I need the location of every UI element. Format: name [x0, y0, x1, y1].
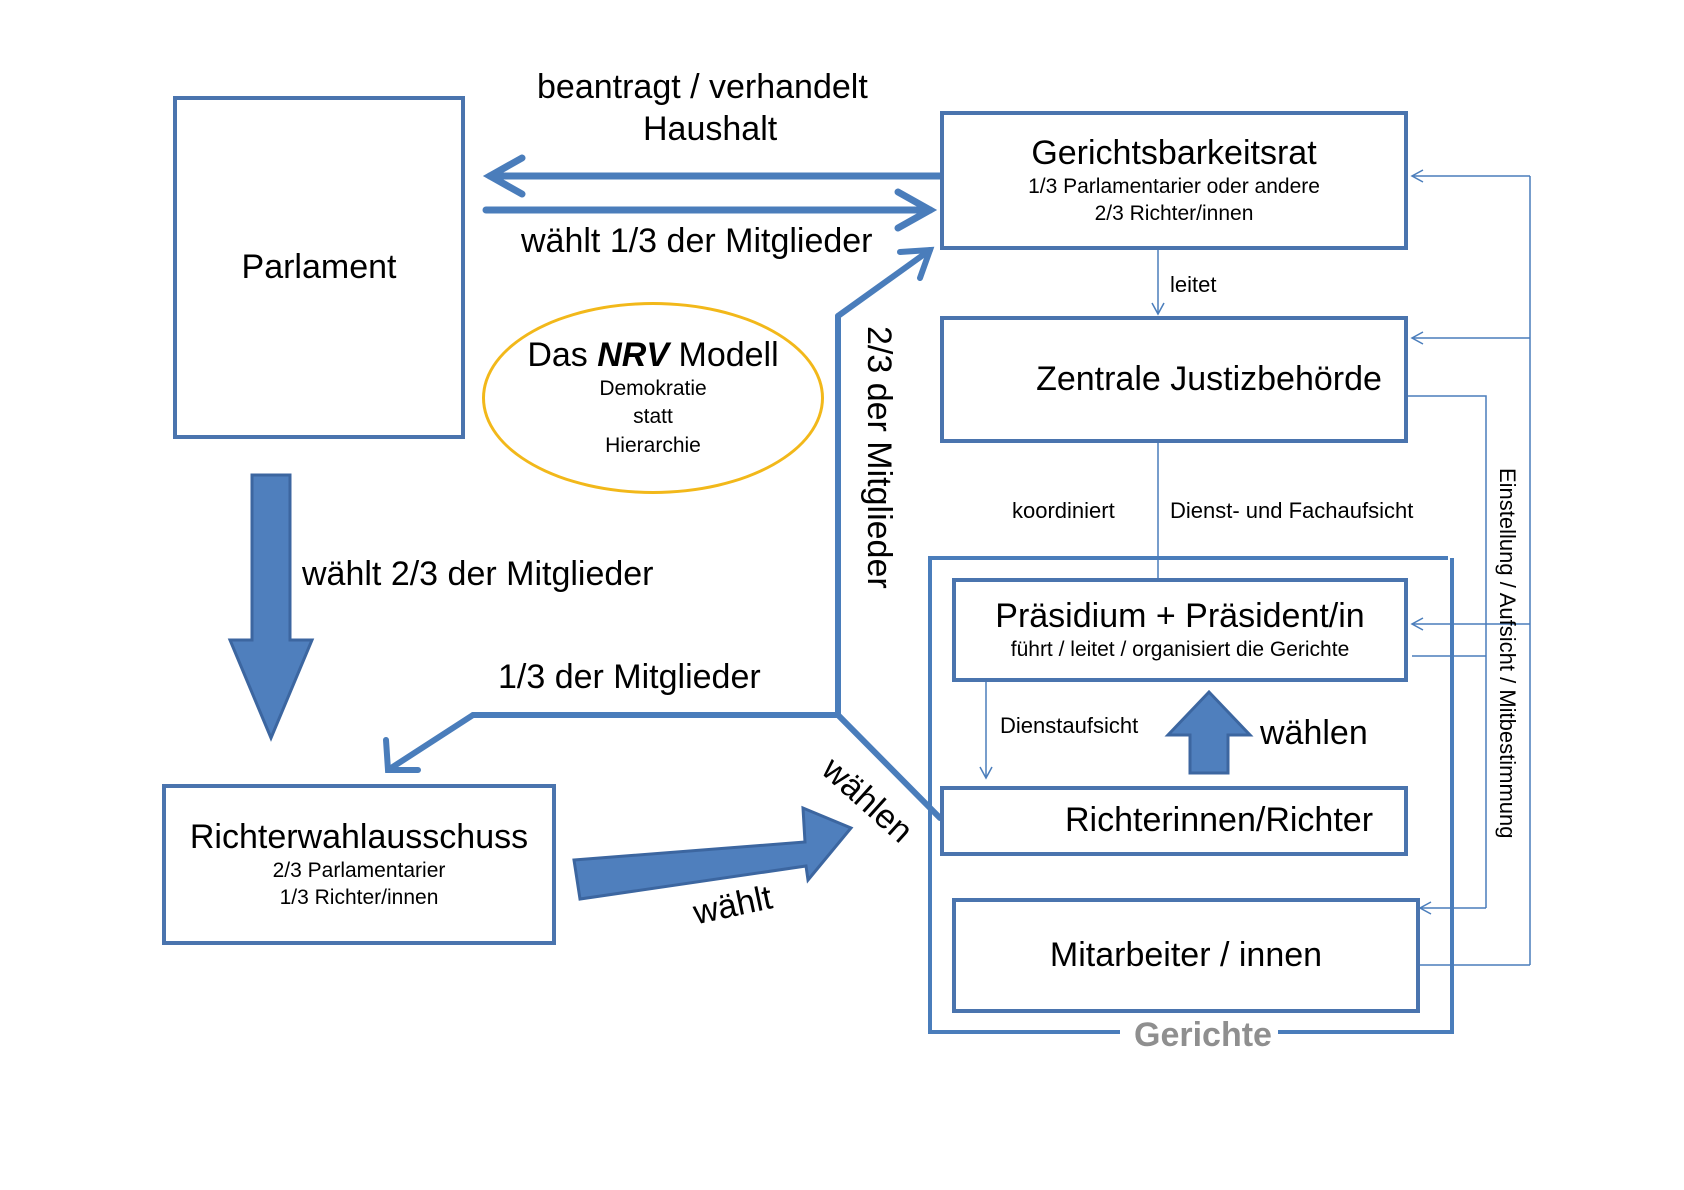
label-koordiniert: koordiniert [1012, 498, 1115, 523]
parlament-box: Parlament [173, 96, 465, 439]
parlament-title: Parlament [241, 247, 397, 286]
nrv-line2: statt [633, 405, 673, 429]
label-mitglieder-23: 2/3 der Mitglieder [860, 326, 898, 589]
gerichtsbarkeitsrat-line1: 1/3 Parlamentarier oder andere [1028, 174, 1320, 198]
richterwahl-title: Richterwahlausschuss [189, 817, 529, 856]
richter-title: Richterinnen/Richter [1064, 801, 1374, 840]
label-waehlen-up: wählen [1260, 714, 1368, 752]
richterwahl-line2: 1/3 Richter/innen [279, 886, 439, 910]
nrv-modell: Modell [678, 335, 779, 374]
waehlen-block-arrow [1164, 689, 1254, 775]
zentrale-title: Zentrale Justizbehörde [1036, 359, 1382, 398]
label-haushalt: Haushalt [643, 110, 778, 148]
praesidium-line1: führt / leitet / organisiert die Gericht… [1010, 637, 1350, 661]
gerichtsbarkeitsrat-box: Gerichtsbarkeitsrat 1/3 Parlamentarier o… [940, 111, 1408, 250]
label-dienstaufsicht: Dienstaufsicht [1000, 713, 1139, 738]
label-leitet: leitet [1170, 272, 1217, 297]
label-waehlt-13: wählt 1/3 der Mitglieder [521, 222, 873, 260]
zentrale-justizbehoerde-box: Zentrale Justizbehörde [940, 316, 1408, 443]
gerichtsbarkeitsrat-title: Gerichtsbarkeitsrat [1031, 133, 1317, 172]
nrv-line1: Demokratie [599, 377, 707, 401]
richterwahlausschuss-box: Richterwahlausschuss 2/3 Parlamentarier … [162, 784, 556, 945]
gerichte-frame-right [1250, 558, 1454, 1034]
richter-box: Richterinnen/Richter [940, 786, 1408, 856]
gerichte-frame [928, 556, 1448, 1034]
nrv-das: Das [527, 335, 588, 374]
praesidium-title: Präsidium + Präsident/in [995, 596, 1365, 635]
waehlt-block-arrow [572, 805, 854, 901]
label-dienst-fachaufsicht: Dienst- und Fachaufsicht [1170, 498, 1414, 523]
mitarbeiter-box: Mitarbeiter / innen [952, 898, 1420, 1013]
haushalt-arrow [482, 154, 944, 198]
label-gerichte: Gerichte [1128, 1016, 1278, 1055]
label-beantragt: beantragt / verhandelt [537, 68, 868, 106]
nrv-name: NRV [597, 335, 670, 374]
label-einstellung: Einstellung / Aufsicht / Mitbestimmung [1495, 468, 1520, 839]
wahl-network-lines [383, 246, 943, 821]
waehlt-23-block-arrow [227, 473, 315, 742]
richterwahl-line1: 2/3 Parlamentarier [272, 858, 446, 882]
praesidium-box: Präsidium + Präsident/in führt / leitet … [952, 578, 1408, 682]
nrv-model-title: Das NRV Modell [527, 336, 778, 375]
nrv-model-oval: Das NRV Modell Demokratie statt Hierarch… [482, 302, 824, 494]
gerichtsbarkeitsrat-line2: 2/3 Richter/innen [1094, 202, 1254, 226]
mitarbeiter-title: Mitarbeiter / innen [1049, 935, 1323, 974]
nrv-line3: Hierarchie [605, 433, 701, 457]
waehlt-13-arrow [482, 188, 938, 232]
label-mitglieder-13: 1/3 der Mitglieder [498, 658, 761, 696]
label-waehlt-23: wählt 2/3 der Mitglieder [302, 555, 654, 593]
